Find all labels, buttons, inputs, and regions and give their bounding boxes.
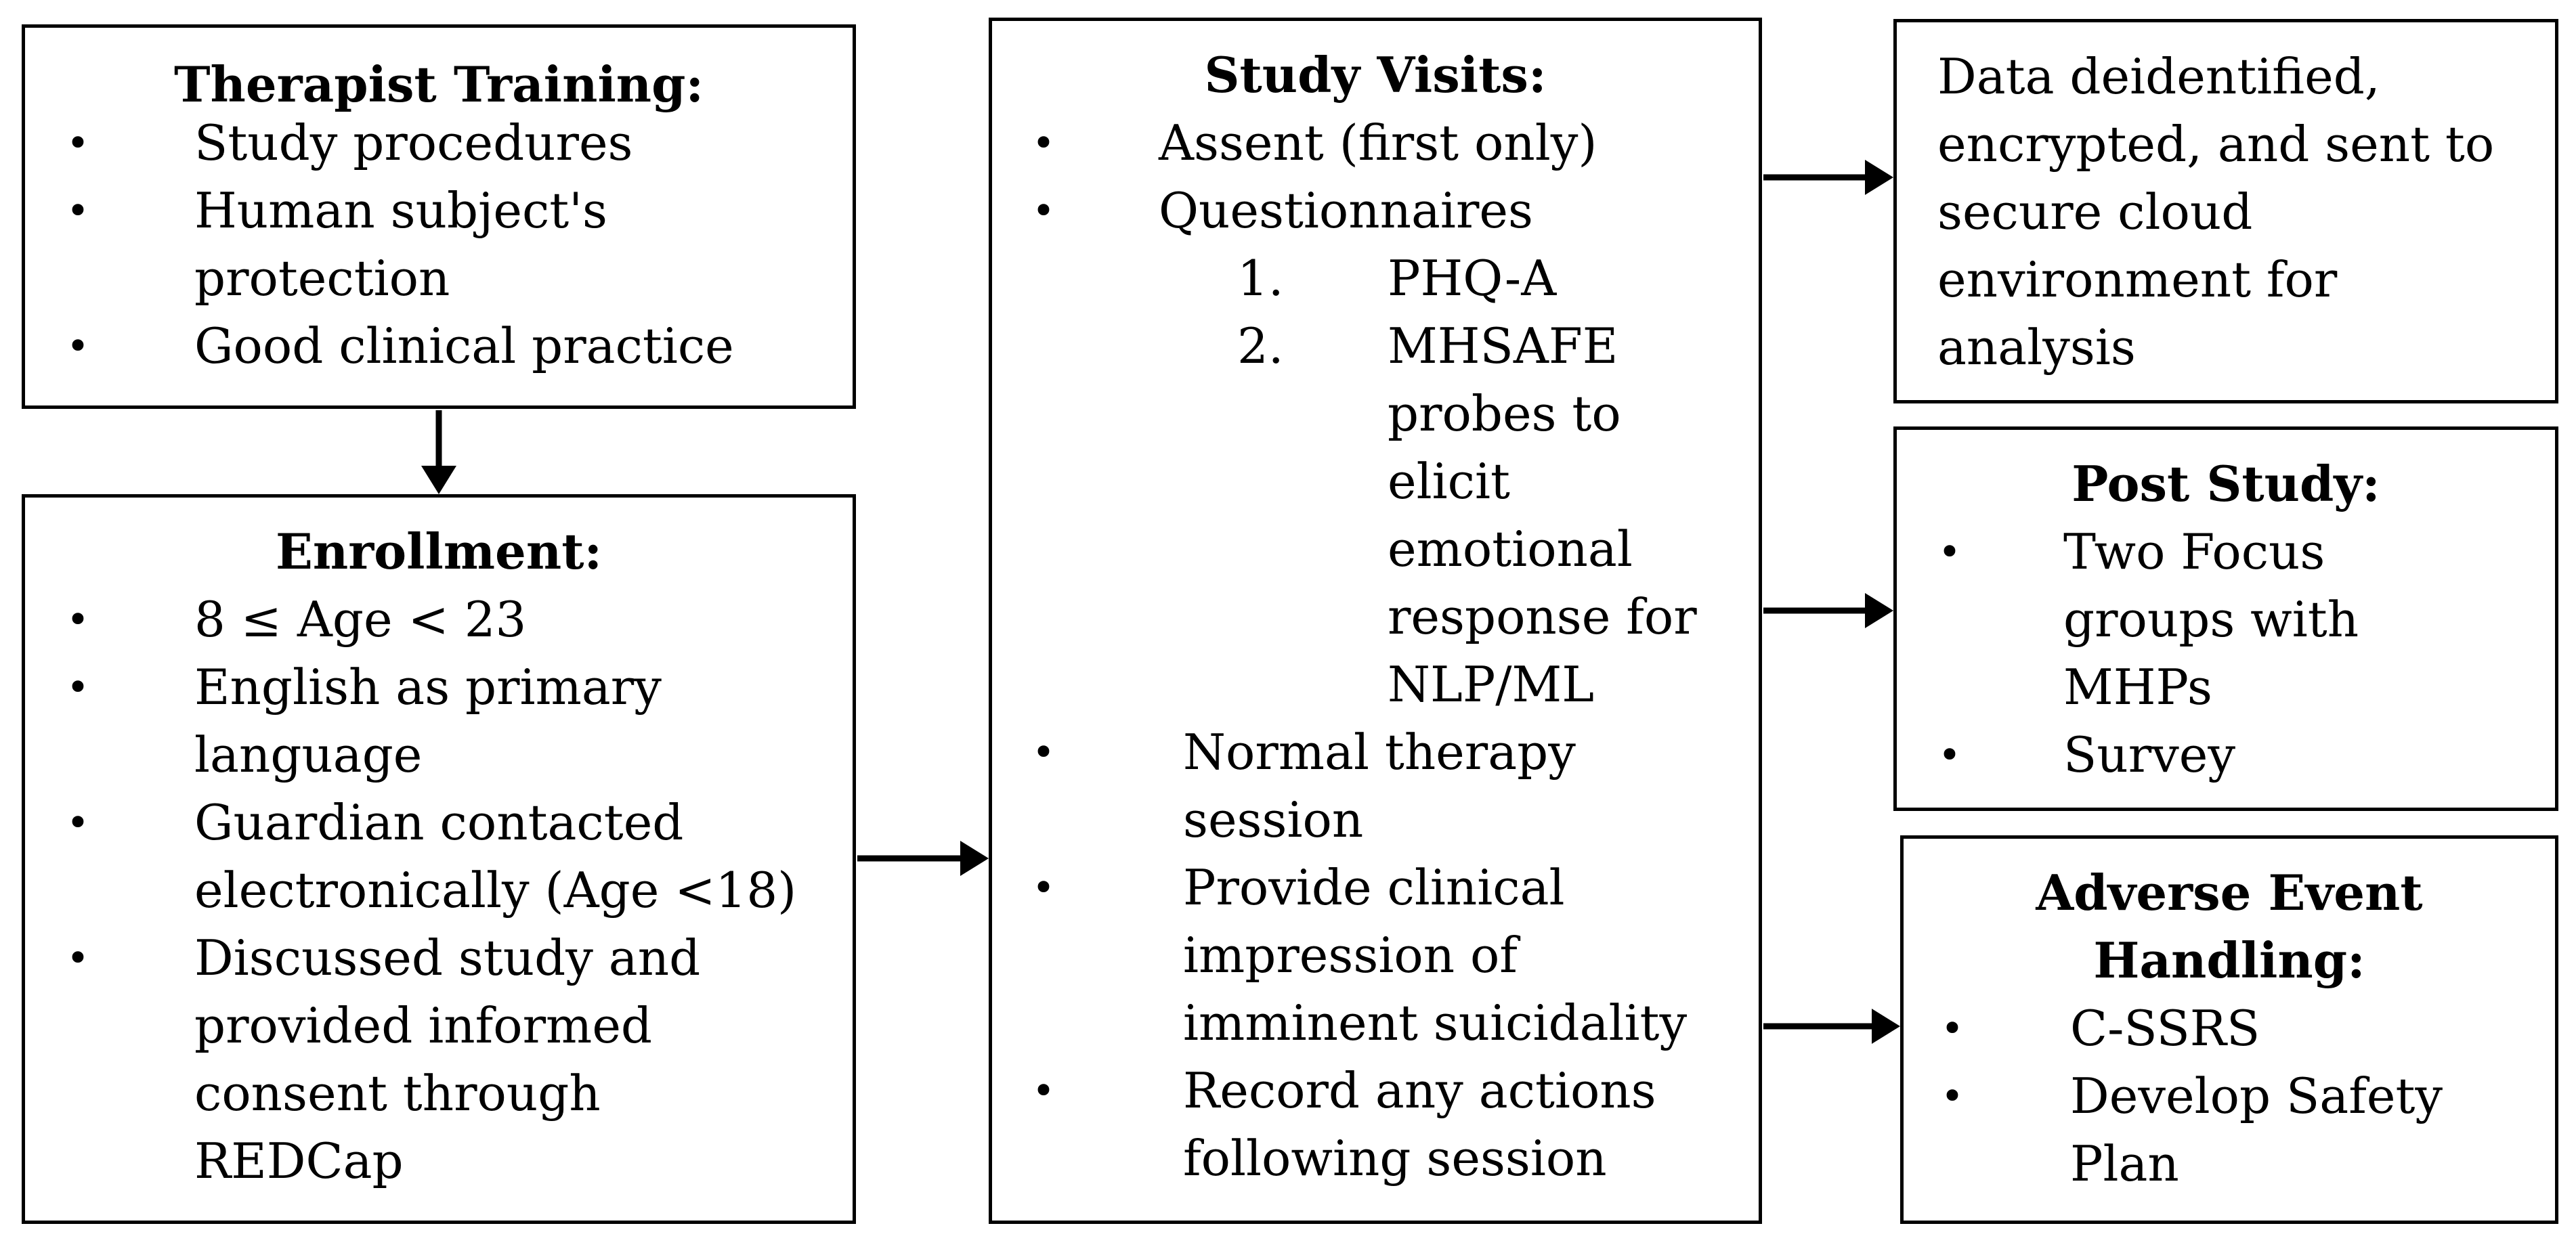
therapist-training-box: Therapist Training: • Study procedures •… [22,24,856,409]
enrollment-item-age: 8 ≤ Age < 23 [194,591,527,648]
enrollment-item-consent-cont2: consent through [194,1065,601,1122]
bullet-icon: • [66,323,90,369]
visits-item-record-cont: following session [1183,1130,1607,1187]
enrollment-item-english-cont: language [194,726,423,783]
bullet-icon: • [1031,864,1056,910]
questionnaire-number-2: 2. [1237,317,1284,374]
enrollment-box: Enrollment: • 8 ≤ Age < 23 • English as … [22,494,856,1224]
bullet-icon: • [66,188,90,234]
adverse-event-title: Adverse Event [2036,864,2423,921]
visits-item-clinical-cont1: impression of [1183,927,1518,984]
bullet-icon: • [66,799,90,846]
study-visits-title: Study Visits: [1204,46,1547,104]
arrow-visits-to-post-study [1763,593,1893,628]
questionnaire-phq-a: PHQ-A [1388,250,1557,307]
visits-item-therapy: Normal therapy [1183,724,1576,781]
visits-item-clinical: Provide clinical [1183,859,1565,916]
bullet-icon: • [1031,729,1056,775]
bullet-icon: • [66,664,90,710]
training-item-human-subjects: Human subject's [194,182,607,239]
bullet-icon: • [1031,1068,1056,1114]
bullet-icon: • [1940,1073,1965,1119]
enrollment-item-guardian: Guardian contacted [194,794,684,851]
adverse-event-title-cont: Handling: [2093,931,2365,989]
bullet-icon: • [66,596,90,642]
enrollment-title: Enrollment: [275,523,603,580]
therapist-training-title: Therapist Training: [173,56,704,113]
arrow-visits-to-adverse-event [1763,1009,1900,1044]
training-item-good-clinical-practice: Good clinical practice [194,317,734,374]
enrollment-item-consent-cont1: provided informed [194,997,653,1054]
adverse-event-box: Adverse Event Handling: • C-SSRS • Devel… [1900,835,2558,1224]
questionnaire-mhsafe-cont2: elicit [1388,453,1510,510]
training-item-study-procedures: Study procedures [194,114,633,171]
post-item-focus-groups: Two Focus [2063,523,2325,580]
data-handling-box: Data deidentified, encrypted, and sent t… [1893,19,2558,403]
bullet-icon: • [66,120,90,166]
enrollment-item-guardian-cont: electronically (Age <18) [194,862,797,919]
bullet-icon: • [1031,120,1056,166]
post-item-survey: Survey [2063,726,2236,783]
data-line-2: encrypted, and sent to [1937,116,2495,173]
questionnaire-mhsafe-cont4: response for [1388,588,1697,645]
post-study-title: Post Study: [2071,455,2380,512]
study-visits-box: Study Visits: • Assent (first only) • Qu… [989,18,1762,1224]
adverse-item-safety-plan-cont: Plan [2070,1135,2179,1192]
data-line-1: Data deidentified, [1937,48,2380,105]
questionnaire-mhsafe-cont5: NLP/ML [1388,656,1595,713]
post-item-focus-groups-cont2: MHPs [2063,659,2212,716]
arrow-visits-to-data [1763,160,1893,195]
visits-item-assent: Assent (first only) [1159,114,1597,171]
arrow-training-to-enrollment [421,410,456,494]
questionnaire-mhsafe-cont1: probes to [1388,385,1621,442]
data-line-3: secure cloud [1937,183,2253,240]
visits-item-record: Record any actions [1183,1062,1656,1119]
bullet-icon: • [1937,732,1962,778]
questionnaire-number-1: 1. [1237,250,1284,307]
adverse-item-safety-plan: Develop Safety [2070,1068,2443,1124]
bullet-icon: • [1031,188,1056,234]
post-item-focus-groups-cont1: groups with [2063,591,2359,648]
visits-item-questionnaires: Questionnaires [1159,182,1533,239]
visits-item-therapy-cont: session [1183,791,1364,848]
bullet-icon: • [1937,529,1962,575]
questionnaire-mhsafe: MHSAFE [1388,317,1618,374]
visits-item-clinical-cont2: imminent suicidality [1183,994,1688,1051]
data-line-4: environment for [1937,251,2338,308]
adverse-item-cssrs: C-SSRS [2070,1000,2260,1057]
enrollment-item-consent: Discussed study and [194,929,701,986]
questionnaire-mhsafe-cont3: emotional [1388,521,1633,577]
bullet-icon: • [66,935,90,981]
training-item-human-subjects-cont: protection [194,250,450,307]
enrollment-item-consent-cont3: REDCap [194,1133,404,1189]
data-line-5: analysis [1937,319,2136,376]
post-study-box: Post Study: • Two Focus groups with MHPs… [1893,426,2558,811]
enrollment-item-english: English as primary [194,659,662,716]
bullet-icon: • [1940,1005,1965,1051]
arrow-enrollment-to-visits [857,841,989,876]
